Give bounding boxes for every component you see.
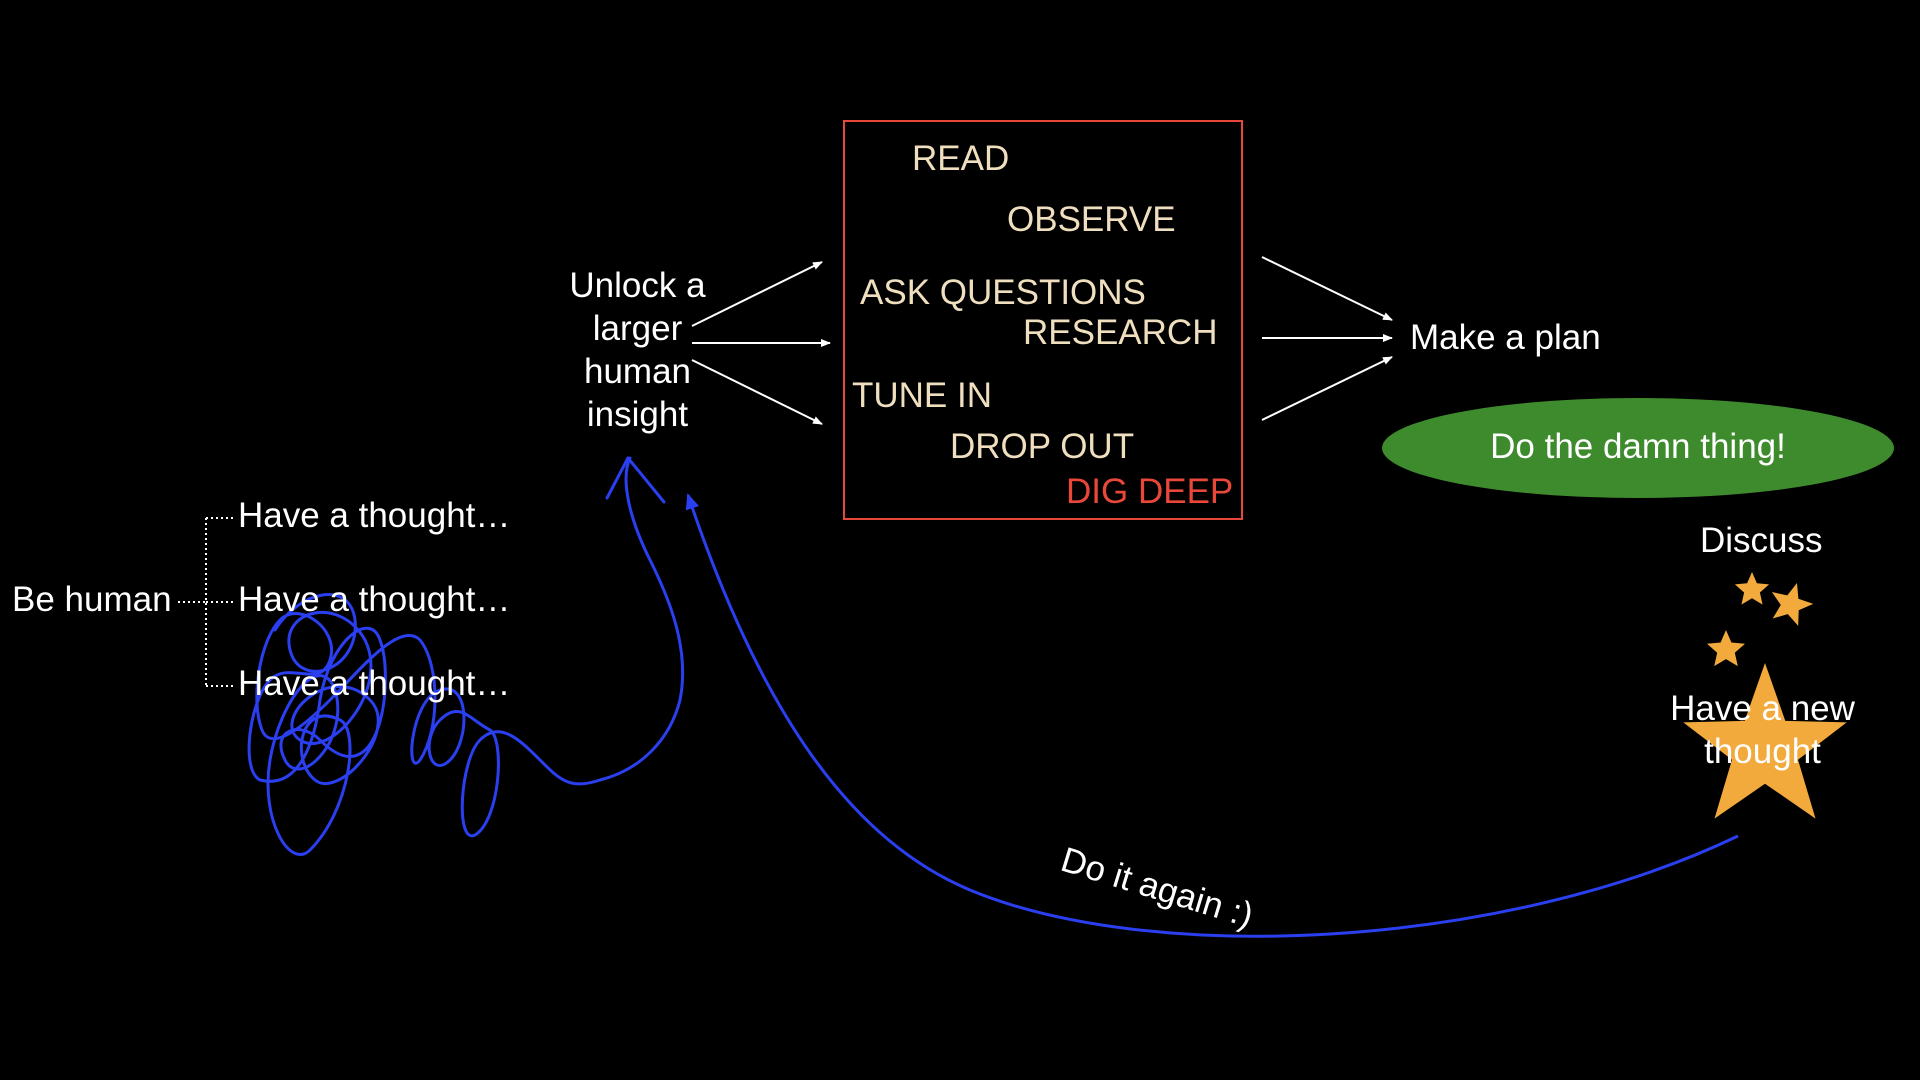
loop-back-arrow — [685, 493, 1739, 938]
step-dig-deep: DIG DEEP — [1066, 472, 1234, 511]
star-icon — [1734, 572, 1770, 605]
step-observe: OBSERVE — [1007, 200, 1176, 239]
do-the-thing-label: Do the damn thing! — [1490, 427, 1786, 466]
thought-bracket — [178, 517, 234, 687]
thought-scribble — [247, 456, 685, 856]
star-icon — [1707, 630, 1745, 667]
star-cluster — [1683, 572, 1847, 819]
make-plan-label: Make a plan — [1410, 318, 1601, 357]
thought-label: Have a thought… — [238, 496, 511, 535]
process-box — [843, 120, 1243, 520]
process-to-plan-arrows — [1261, 256, 1393, 421]
star-icon — [1771, 583, 1814, 626]
step-drop-out: DROP OUT — [950, 427, 1135, 466]
scribble-arrowhead — [605, 456, 666, 504]
insight-to-process-arrows — [691, 261, 831, 425]
do-the-thing-ellipse — [1382, 398, 1894, 498]
new-thought-label: Have a new thought — [1670, 689, 1855, 771]
new-thought-star-icon — [1683, 663, 1847, 819]
thought-label: Have a thought… — [238, 580, 511, 619]
discuss-label: Discuss — [1700, 521, 1823, 560]
step-research: RESEARCH — [1023, 313, 1218, 352]
thought-label: Have a thought… — [238, 664, 511, 703]
step-read: READ — [912, 139, 1010, 178]
insight-label: Unlock a larger human insight — [569, 266, 706, 434]
step-tune-in: TUNE IN — [852, 376, 992, 415]
be-human-label: Be human — [12, 580, 172, 619]
step-ask-questions: ASK QUESTIONS — [860, 273, 1146, 312]
